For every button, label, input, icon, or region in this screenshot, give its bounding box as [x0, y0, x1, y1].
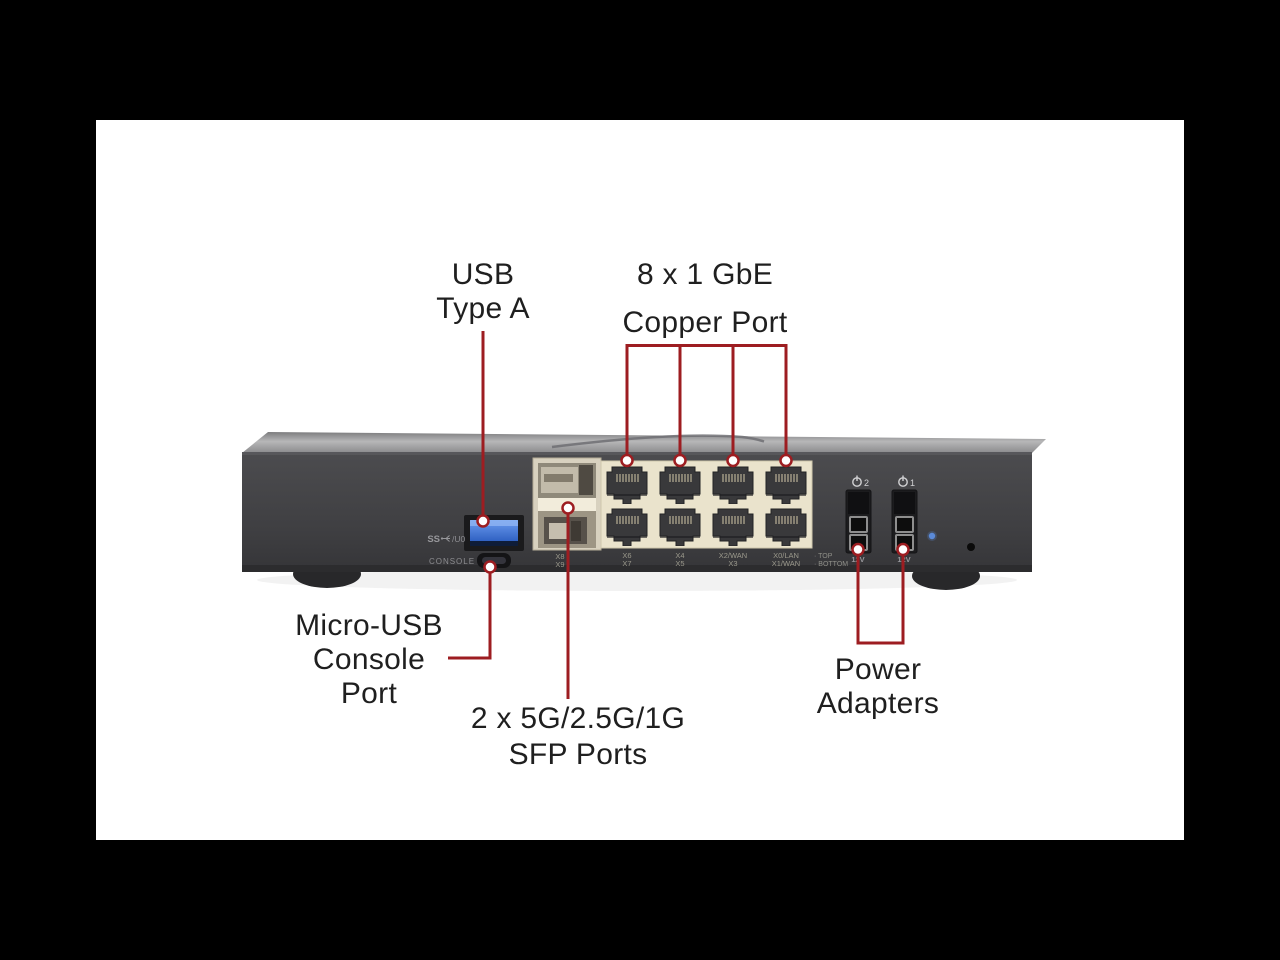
device-illustration: 2 1 SS /U0	[242, 331, 1046, 699]
callout-label-usb: USB Type A	[373, 258, 593, 326]
port-label-x0lan: X0/LAN	[773, 551, 799, 560]
marker-console	[483, 560, 497, 574]
callout-bracket-copper	[625, 344, 788, 455]
appliance-device: 2 1 SS /U0	[242, 432, 1046, 591]
sfp-label-top: X8	[555, 552, 564, 561]
callout-bracket-power	[856, 555, 905, 645]
callout-usb-line1: USB	[451, 258, 515, 291]
power-input-1	[891, 489, 918, 554]
callout-label-copper: 8 x 1 GbE Copper Port	[555, 251, 855, 347]
callout-micro-line2: Console	[312, 643, 426, 676]
callout-power-line1: Power	[834, 653, 922, 686]
led-indicator	[928, 532, 936, 540]
marker-power-2	[851, 542, 865, 557]
usb3-logo-text: SS	[427, 534, 440, 545]
marker-port-1	[620, 453, 634, 468]
brand-swoosh-logo	[551, 434, 765, 449]
marker-port-3	[726, 453, 740, 468]
marker-sfp	[561, 501, 575, 515]
callout-markers	[476, 453, 910, 574]
port-label-x2wan: X2/WAN	[719, 551, 747, 560]
device-bottom-edge	[242, 565, 1032, 572]
callout-sfp-line1: 2 x 5G/2.5G/1G	[470, 702, 686, 735]
marker-usb	[476, 514, 490, 528]
sfp-label-bottom: X9	[555, 560, 564, 569]
marker-port-2	[673, 453, 687, 468]
device-top-face	[242, 432, 1046, 453]
power-input-1-number: 1	[910, 478, 915, 488]
port-label-x4: X4	[675, 551, 684, 560]
usb3-logo-suffix: /U0	[452, 534, 466, 544]
callout-label-micro-usb: Micro-USB Console Port	[239, 609, 499, 711]
callout-micro-line1: Micro-USB	[295, 609, 443, 642]
diagram-canvas: 2 1 SS /U0	[96, 120, 1184, 840]
row-legend-top: · TOP	[814, 553, 833, 560]
device-front-top-edge	[242, 452, 1032, 455]
marker-port-4	[779, 453, 793, 468]
port-label-x1wan: X1/WAN	[772, 559, 800, 568]
callout-line-console	[448, 572, 492, 660]
callout-copper-line1: 8 x 1 GbE	[636, 258, 774, 291]
port-label-x7: X7	[622, 559, 631, 568]
usb3-trident-icon	[440, 535, 450, 542]
power-symbol-icon-2	[852, 475, 862, 487]
port-label-x3: X3	[728, 559, 737, 568]
marker-power-1	[896, 542, 910, 557]
port-label-x5: X5	[675, 559, 684, 568]
power-input-2-number: 2	[864, 478, 869, 488]
row-legend-bottom: · BOTTOM	[814, 561, 848, 568]
callout-power-line2: Adapters	[816, 687, 940, 720]
power-symbol-icon-1	[898, 475, 908, 487]
callout-micro-line3: Port	[340, 677, 398, 710]
reset-hole	[967, 543, 975, 551]
callout-lines	[448, 331, 905, 699]
callout-label-sfp: 2 x 5G/2.5G/1G SFP Ports	[418, 701, 738, 773]
callout-usb-line2: Type A	[436, 292, 530, 325]
device-shadow	[257, 569, 1017, 591]
console-label: CONSOLE	[429, 557, 475, 566]
callout-copper-line2: Copper Port	[622, 306, 788, 339]
usb-type-a-port	[464, 515, 524, 551]
power-input-2	[845, 489, 872, 554]
port-label-x6: X6	[622, 551, 631, 560]
callout-sfp-line2: SFP Ports	[508, 738, 648, 771]
callout-label-power: Power Adapters	[758, 653, 998, 721]
copper-port-block	[600, 460, 813, 549]
